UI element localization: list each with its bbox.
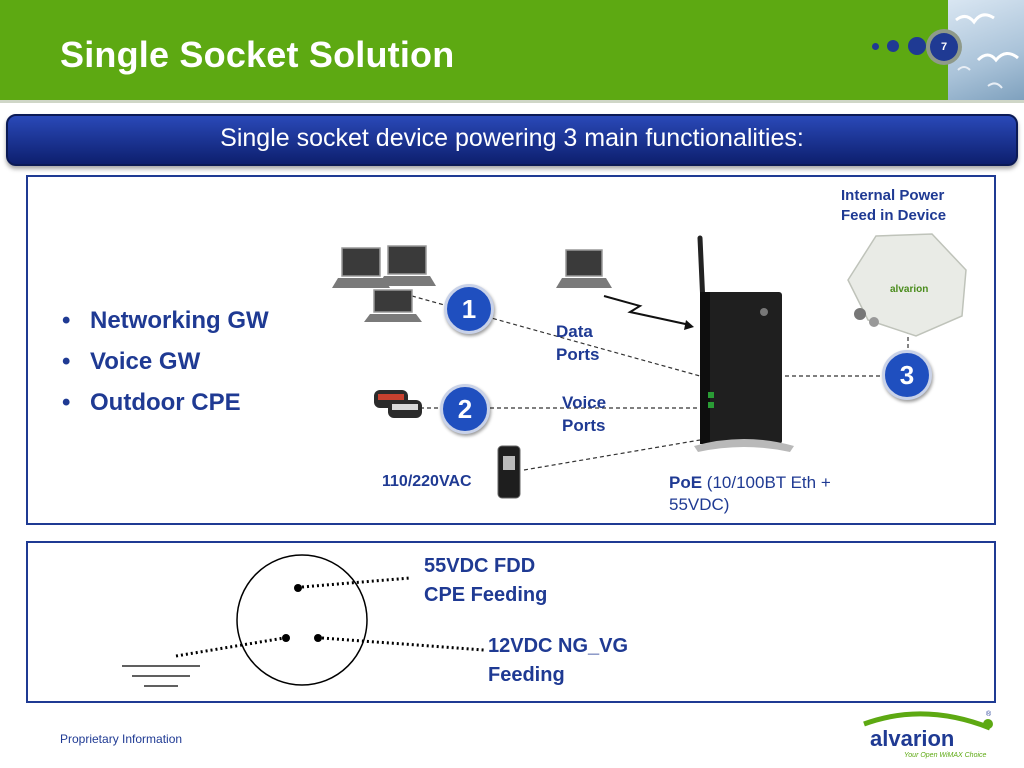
ngvg-feeding-line-1: 12VDC NG_VG	[488, 635, 629, 657]
marker-1: 1	[444, 284, 494, 334]
svg-text:®: ®	[986, 710, 992, 718]
gateway-device-icon	[694, 235, 794, 452]
laptop-group-icon	[332, 245, 436, 322]
poe-label-detail: (10/100BT Eth + 55VDC)	[669, 473, 831, 514]
subtitle-banner	[6, 114, 1018, 166]
poe-label: PoE (10/100BT Eth + 55VDC)	[669, 472, 869, 516]
wireless-link-icon	[603, 295, 691, 326]
internal-power-label: Internal Power Feed in Device	[841, 187, 947, 224]
bullet-networking-gw: Networking GW	[62, 300, 269, 341]
bullet-voice-gw: Voice GW	[62, 341, 269, 382]
telephone-icon	[374, 390, 422, 418]
alvarion-logo: alvarion Your Open WiMAX Choice ®	[860, 708, 1010, 760]
voice-ports-label: Voice Ports	[562, 393, 607, 435]
cpe-feeding-line-1: 55VDC FDD	[424, 555, 536, 577]
footer-proprietary: Proprietary Information	[60, 732, 183, 746]
cpe-feeding-label: 55VDC FDD CPE Feeding	[424, 552, 547, 610]
svg-text:alvarion: alvarion	[890, 284, 928, 295]
ngvg-feeding-label: 12VDC NG_VG Feeding	[488, 632, 628, 690]
logo-wordmark: alvarion	[870, 726, 954, 751]
progress-dot-medium	[887, 40, 899, 52]
slide-title: Single Socket Solution	[60, 34, 455, 75]
page-number-badge: 7	[930, 33, 958, 61]
marker-2: 2	[440, 384, 490, 434]
seagull-photo-corner	[948, 0, 1024, 100]
power-adapter-icon	[497, 445, 521, 499]
outdoor-cpe-icon: alvarion	[847, 233, 967, 337]
bullet-outdoor-cpe: Outdoor CPE	[62, 382, 269, 423]
socket-panel	[26, 541, 996, 703]
progress-dot-small	[872, 43, 879, 50]
wireless-laptop-icon	[556, 249, 612, 288]
marker-3: 3	[882, 350, 932, 400]
data-ports-label: Data Ports	[556, 322, 600, 364]
ground-symbol-icon	[122, 665, 200, 687]
ngvg-feeding-line-2: Feeding	[488, 664, 565, 686]
cpe-feeding-line-2: CPE Feeding	[424, 584, 548, 606]
power-socket-icon	[236, 554, 368, 686]
ground-feed-line	[175, 636, 285, 658]
power-link-line	[523, 439, 701, 471]
header-bar	[0, 0, 1024, 100]
poe-label-bold: PoE	[669, 473, 703, 492]
cpe-feed-line	[301, 576, 411, 589]
diagram-panel	[26, 175, 996, 525]
ngvg-feed-line	[321, 636, 485, 652]
header-divider	[0, 100, 1024, 103]
banner-text: Single socket device powering 3 main fun…	[220, 124, 804, 152]
logo-tagline: Your Open WiMAX Choice	[904, 752, 987, 759]
power-supply-label: 110/220VAC	[382, 473, 472, 490]
progress-dot-large	[908, 37, 926, 55]
functionality-list: Networking GW Voice GW Outdoor CPE	[62, 300, 269, 423]
